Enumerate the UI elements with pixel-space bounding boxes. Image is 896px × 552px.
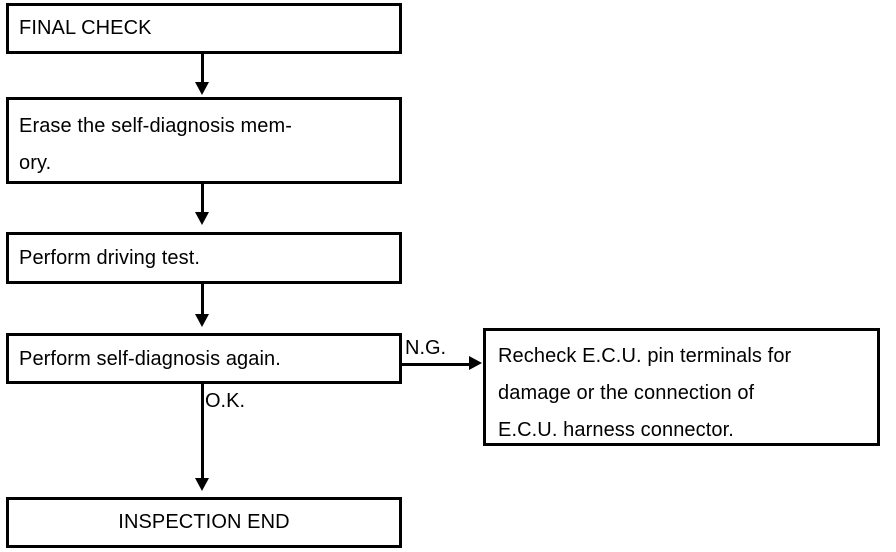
node-perform-self-diagnosis-again: Perform self-diagnosis again. — [6, 333, 402, 384]
node-erase-self-diagnosis-memory: Erase the self-diagnosis mem- ory. — [6, 97, 402, 184]
arrowhead-down-icon — [195, 314, 209, 327]
connector-final-check-to-erase-memory — [201, 54, 204, 87]
arrowhead-down-icon — [195, 82, 209, 95]
node-final-check: FINAL CHECK — [6, 3, 402, 54]
connector-erase-memory-to-driving-test — [201, 184, 204, 217]
connector-driving-test-to-self-diagnosis — [201, 284, 204, 319]
arrowhead-down-icon — [195, 478, 209, 491]
connector-self-diagnosis-to-recheck-ecu — [402, 363, 472, 366]
node-perform-driving-test: Perform driving test. — [6, 232, 402, 284]
node-inspection-end: INSPECTION END — [6, 497, 402, 548]
arrowhead-right-icon — [469, 356, 482, 370]
node-recheck-ecu-pin-terminals: Recheck E.C.U. pin terminals for damage … — [483, 328, 880, 446]
edge-label-ng: N.G. — [405, 337, 447, 359]
edge-label-ok: O.K. — [205, 390, 246, 412]
connector-self-diagnosis-to-inspection-end — [201, 384, 204, 481]
arrowhead-down-icon — [195, 212, 209, 225]
